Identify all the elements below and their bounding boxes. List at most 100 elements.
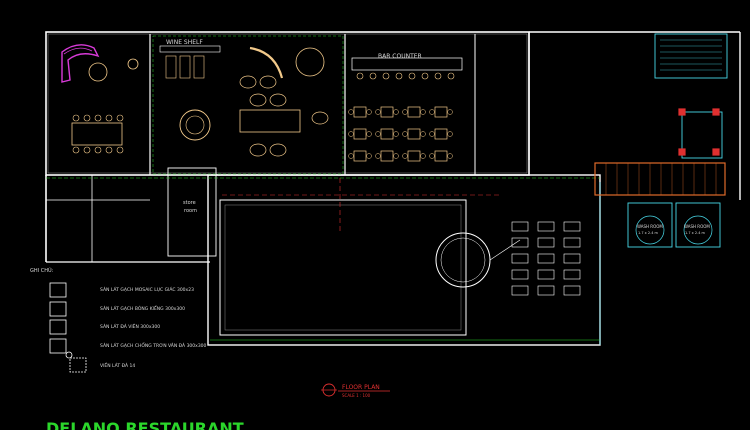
lounge-chair bbox=[127, 58, 139, 70]
dining-chair bbox=[105, 114, 113, 122]
bar-stool bbox=[421, 72, 429, 80]
red-column bbox=[712, 148, 720, 156]
dining-chair bbox=[116, 114, 124, 122]
terrace-lounger bbox=[511, 253, 529, 264]
round-table-lounge bbox=[88, 62, 108, 82]
plan-scale: SCALE 1 : 100 bbox=[342, 393, 371, 398]
bar-stool bbox=[369, 72, 377, 80]
terrace-lounger bbox=[563, 253, 581, 264]
bar-table bbox=[380, 150, 394, 162]
red-column bbox=[678, 108, 686, 116]
booth-seat bbox=[165, 55, 177, 79]
purple-sofa bbox=[61, 44, 100, 83]
red-column bbox=[678, 148, 686, 156]
bar-table bbox=[434, 128, 448, 140]
bar-table bbox=[353, 128, 367, 140]
terrace-round-feature bbox=[435, 232, 491, 288]
legend-swatch-antislip-tile bbox=[49, 338, 67, 354]
communal-table bbox=[239, 109, 301, 133]
terrace-lounger bbox=[563, 221, 581, 232]
bar-chair bbox=[402, 153, 408, 159]
bar-stool bbox=[356, 72, 364, 80]
oval-table bbox=[311, 111, 329, 125]
washroom-right-curve bbox=[683, 215, 713, 245]
long-dining-table bbox=[71, 122, 123, 146]
bar-table bbox=[353, 106, 367, 118]
terrace-lounger bbox=[511, 237, 529, 248]
terrace-round-arc bbox=[489, 239, 521, 261]
pool-inner bbox=[224, 204, 462, 331]
washroom-left bbox=[627, 202, 673, 248]
plan-title-block: FLOOR PLAN SCALE 1 : 100 bbox=[321, 383, 390, 398]
legend-swatch-polished-tile bbox=[49, 301, 67, 317]
bar-table bbox=[407, 150, 421, 162]
bar-chair bbox=[420, 153, 426, 159]
dining-chair bbox=[72, 114, 80, 122]
bar-chair bbox=[366, 109, 372, 115]
dining-chair bbox=[94, 146, 102, 154]
bar-stool bbox=[408, 72, 416, 80]
round-table-center-inner bbox=[185, 115, 205, 135]
dining-chair bbox=[116, 146, 124, 154]
project-title: DELANO RESTAURANT bbox=[46, 419, 244, 430]
terrace-lounger bbox=[511, 285, 529, 296]
dining-chair bbox=[83, 114, 91, 122]
orange-corridor bbox=[594, 162, 726, 196]
bar-chair bbox=[348, 131, 354, 137]
dining-chair bbox=[83, 146, 91, 154]
oval-table bbox=[239, 75, 257, 89]
store-room-label: store bbox=[183, 200, 196, 206]
terrace-lounger bbox=[511, 221, 529, 232]
bar-chair bbox=[366, 131, 372, 137]
column-frame bbox=[681, 111, 723, 159]
oval-table bbox=[249, 143, 267, 157]
washroom-left-size: 1.7 x 2.4 m bbox=[638, 231, 659, 235]
terrace-lounger bbox=[537, 285, 555, 296]
legend-swatch-stone-border bbox=[69, 357, 87, 373]
bar-stool bbox=[447, 72, 455, 80]
legend-item-2: SÀN LÁT GẠCH BÓNG KIẾNG 300x300 bbox=[100, 304, 185, 312]
purple-sofa-back bbox=[63, 47, 93, 55]
legend-item-5: VIỀN LÁT ĐÁ 14 bbox=[100, 361, 135, 369]
bar-chair bbox=[420, 109, 426, 115]
green-dining-zone bbox=[152, 35, 344, 175]
bar-chair bbox=[402, 109, 408, 115]
bar-counter-label: BAR COUNTER bbox=[378, 53, 422, 60]
bar-chair bbox=[348, 109, 354, 115]
washroom-right-size: 1.7 x 2.4 m bbox=[685, 231, 706, 235]
terrace-lounger bbox=[563, 237, 581, 248]
bar-chair bbox=[447, 153, 453, 159]
bar-chair bbox=[366, 153, 372, 159]
wine-shelf-label: WINE SHELF bbox=[166, 39, 203, 46]
legend-heading: GHI CHÚ: bbox=[30, 267, 54, 274]
oval-table bbox=[249, 93, 267, 107]
bar-chair bbox=[393, 109, 399, 115]
bar-table bbox=[407, 106, 421, 118]
legend-item-4: SÀN LÁT GẠCH CHỐNG TRƠN VÂN ĐÁ 300x300 bbox=[100, 341, 207, 349]
bar-chair bbox=[447, 131, 453, 137]
bar-table bbox=[434, 150, 448, 162]
oval-table bbox=[269, 143, 287, 157]
dining-chair bbox=[94, 114, 102, 122]
bar-stool bbox=[434, 72, 442, 80]
store-room-walls bbox=[167, 167, 217, 257]
wall-outline-main bbox=[45, 31, 530, 176]
terrace-lounger bbox=[537, 253, 555, 264]
legend-item-3: SÀN LÁT ĐÁ VIÊN 300x300 bbox=[100, 322, 160, 330]
legend-item-1: SÀN LÁT GẠCH MOSAIC LỤC GIÁC 300x23 bbox=[100, 286, 194, 293]
terrace-lounger bbox=[511, 269, 529, 280]
curved-bench bbox=[249, 46, 284, 79]
terrace-lounger bbox=[537, 269, 555, 280]
bar-table bbox=[353, 150, 367, 162]
furniture-layer bbox=[61, 44, 581, 296]
red-column bbox=[712, 108, 720, 116]
legend-symbol-stone-border bbox=[65, 351, 73, 359]
terrace-lounger bbox=[563, 269, 581, 280]
plan-title: FLOOR PLAN bbox=[342, 384, 380, 391]
round-lounge-table bbox=[295, 47, 325, 77]
bar-chair bbox=[447, 109, 453, 115]
wall-inner-line bbox=[47, 33, 528, 174]
legend-swatch-stone-tile bbox=[49, 319, 67, 335]
terrace-lounger bbox=[537, 221, 555, 232]
